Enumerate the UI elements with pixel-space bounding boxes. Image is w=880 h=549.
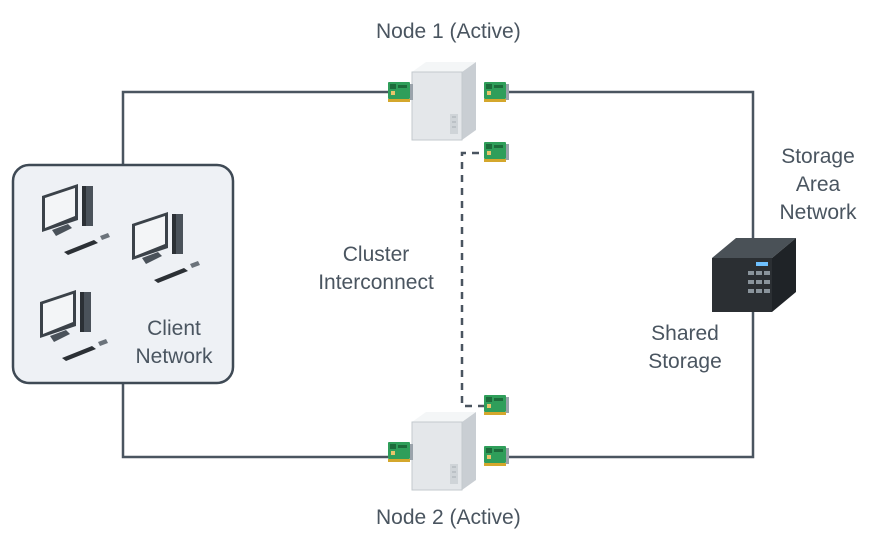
shared-storage-label-line1: Shared — [651, 322, 719, 345]
cluster-interconnect-label-line2: Interconnect — [318, 271, 434, 294]
storage-area-network-label: Storage Area Network — [764, 143, 872, 227]
storage-area-network-label-line1: Storage — [781, 145, 855, 168]
server-tower-icon — [411, 61, 477, 141]
nas-storage-icon — [712, 238, 796, 312]
client-network-label-line1: Client — [147, 317, 201, 340]
cluster-interconnect-link — [460, 151, 492, 408]
network-card-icon — [484, 446, 509, 466]
shared-storage-label: Shared Storage — [634, 320, 736, 376]
server-tower-icon — [411, 411, 477, 491]
client-network-label-line2: Network — [135, 345, 213, 368]
storage-area-network-label-line2: Area — [795, 173, 841, 196]
client-to-node1-link — [121, 90, 402, 165]
node1-label: Node 1 (Active) — [376, 20, 521, 43]
node2-to-san-link — [496, 300, 755, 459]
network-card-icon — [484, 82, 509, 102]
network-card-icon — [388, 442, 413, 462]
shared-storage-label-line2: Storage — [648, 350, 722, 373]
network-card-icon — [484, 395, 509, 415]
node2-label: Node 2 (Active) — [376, 506, 521, 529]
cluster-interconnect-label: Cluster Interconnect — [298, 241, 454, 297]
network-card-icon — [388, 82, 413, 102]
cluster-interconnect-label-line1: Cluster — [342, 243, 410, 266]
network-card-icon — [484, 142, 509, 162]
storage-area-network-label-line3: Network — [779, 201, 857, 224]
client-to-node2-link — [121, 383, 402, 459]
node1-to-san-link — [496, 90, 755, 240]
client-network-label: Client Network — [122, 315, 226, 371]
